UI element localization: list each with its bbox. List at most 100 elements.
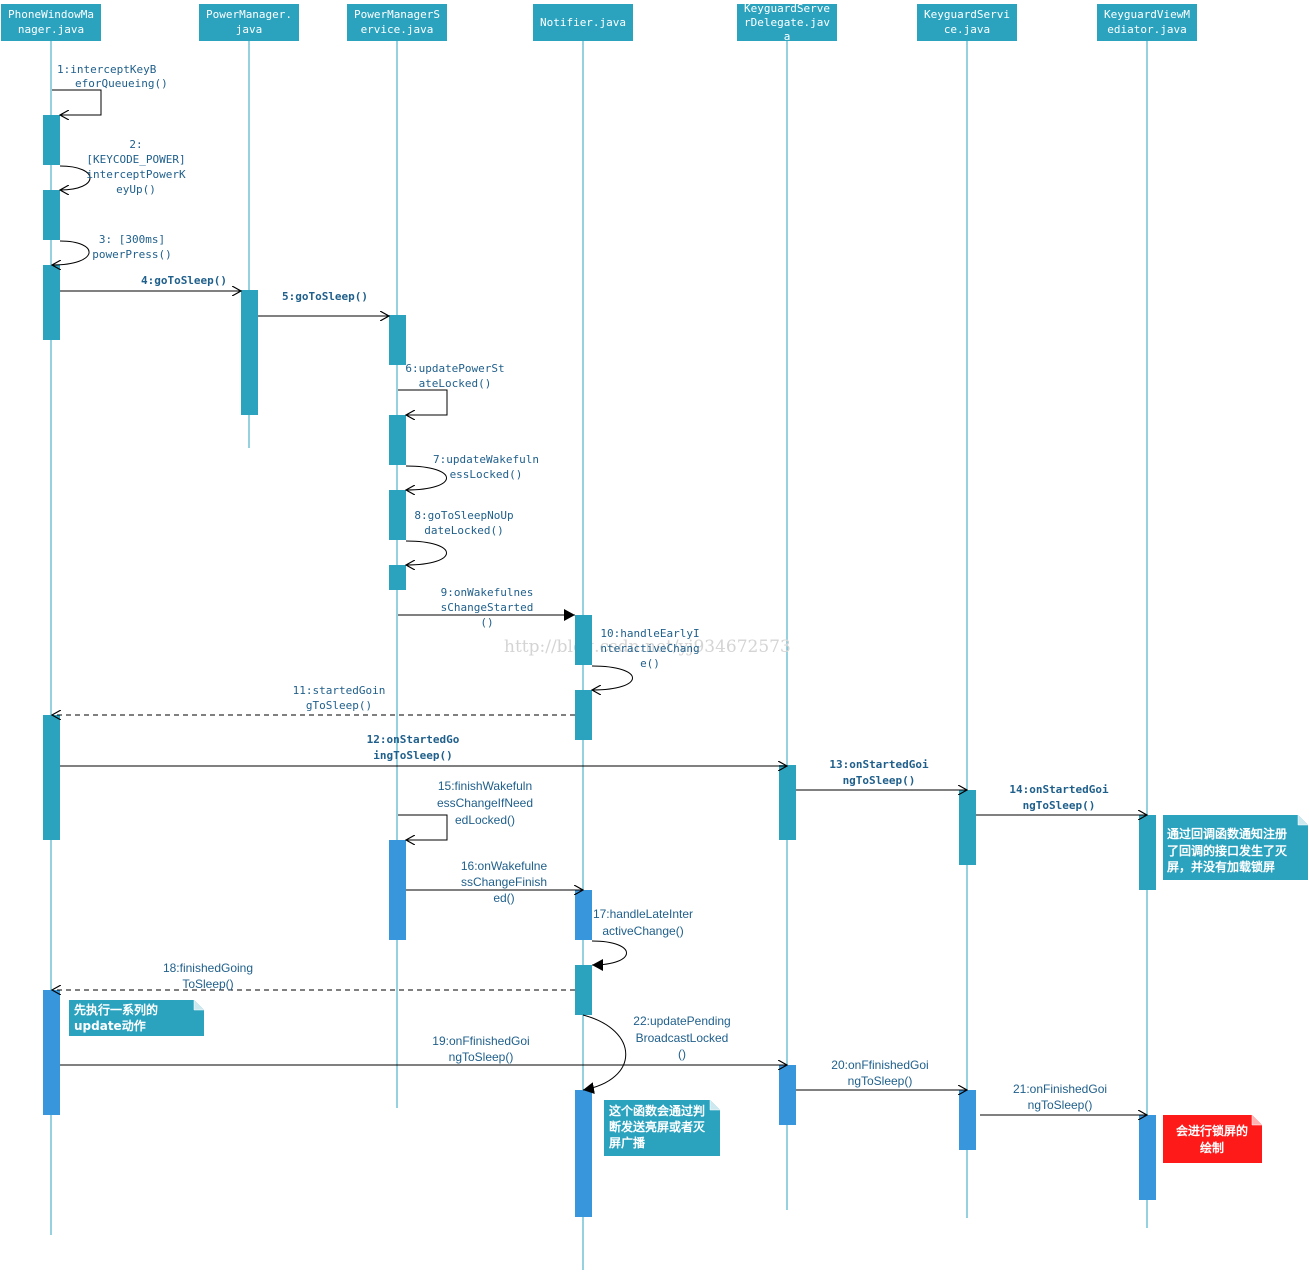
label-msg-9-line-1: 9:onWakefulnes bbox=[441, 586, 534, 599]
activation-pms-1 bbox=[389, 315, 406, 365]
header-ksd-line-2: rDelegate.jav bbox=[744, 16, 830, 29]
label-msg-20-line-1: 20:onFfinishedGoi bbox=[831, 1058, 928, 1072]
header-pms-line-1: PowerManagerS bbox=[354, 8, 440, 21]
label-msg-20-line-2: ngToSleep() bbox=[848, 1074, 913, 1088]
label-msg-10-line-2: nteractiveChang bbox=[600, 642, 699, 655]
note-kvm-line-1: 通过回调函数通知注册 bbox=[1167, 826, 1287, 841]
activation-ks-2 bbox=[959, 1090, 976, 1150]
header-kvm-line-1: KeyguardViewM bbox=[1104, 8, 1190, 21]
message-arrows bbox=[52, 89, 1147, 1115]
label-msg-6-line-1: 6:updatePowerSt bbox=[405, 362, 504, 375]
activation-notifier-3 bbox=[575, 890, 592, 940]
header-pms-line-2: ervice.java bbox=[361, 23, 434, 36]
header-pwm-line-1: PhoneWindowMa bbox=[8, 8, 94, 21]
arrow-msg-10 bbox=[592, 665, 633, 690]
label-msg-10-line-3: e() bbox=[640, 657, 660, 670]
label-msg-19-line-1: 19:onFfinishedGoi bbox=[432, 1034, 529, 1048]
label-msg-7-line-1: 7:updateWakefuln bbox=[433, 453, 539, 466]
activation-pwm-2 bbox=[43, 190, 60, 240]
label-msg-13-line-1: 13:onStartedGoi bbox=[829, 758, 929, 771]
header-ks-line-1: KeyguardServi bbox=[924, 8, 1010, 21]
lifeline-headers: PhoneWindowMa nager.java PowerManager. j… bbox=[1, 2, 1197, 43]
label-msg-18-line-1: 18:finishedGoing bbox=[163, 961, 253, 975]
activation-kvm-2 bbox=[1139, 1115, 1156, 1200]
label-msg-17-line-2: activeChange() bbox=[602, 924, 683, 938]
label-msg-9-line-3: () bbox=[480, 616, 493, 629]
note-notifier-line-3: 屏广播 bbox=[608, 1135, 646, 1150]
header-pm-line-2: java bbox=[236, 23, 263, 36]
header-pwm: PhoneWindowMa nager.java bbox=[1, 4, 101, 41]
notes: 通过回调函数通知注册 了回调的接口发生了灭 屏，并没有加载锁屏 先执行一系列的 … bbox=[69, 815, 1308, 1163]
arrow-msg-15 bbox=[398, 814, 448, 840]
note-kvm-line-2: 了回调的接口发生了灭 bbox=[1167, 843, 1288, 858]
activation-pm-1 bbox=[241, 290, 258, 415]
activation-pwm-1 bbox=[43, 115, 60, 165]
activation-ksd-1 bbox=[779, 765, 796, 840]
note-notifier-line-1: 这个函数会通过判 bbox=[609, 1103, 705, 1118]
header-ks: KeyguardServi ce.java bbox=[917, 4, 1017, 41]
activation-notifier-4 bbox=[575, 965, 592, 1015]
label-msg-15-line-1: 15:finishWakefuln bbox=[438, 779, 532, 793]
label-msg-2-line-2: [KEYCODE_POWER] bbox=[86, 153, 185, 166]
header-pms: PowerManagerS ervice.java bbox=[347, 4, 447, 41]
note-notifier-line-2: 断发送亮屏或者灭 bbox=[609, 1119, 706, 1134]
activation-pwm-5 bbox=[43, 990, 60, 1115]
label-msg-9-line-2: sChangeStarted bbox=[441, 601, 534, 614]
label-msg-14-line-2: ngToSleep() bbox=[1023, 799, 1096, 812]
label-msg-15-line-3: edLocked() bbox=[455, 813, 515, 827]
label-msg-3-line-1: 3: [300ms] bbox=[99, 233, 165, 246]
header-pm: PowerManager. java bbox=[199, 4, 299, 41]
label-msg-16-line-2: ssChangeFinish bbox=[461, 875, 547, 889]
activation-bars bbox=[43, 115, 1156, 1217]
label-msg-17-line-1: 17:handleLateInter bbox=[593, 907, 693, 921]
label-msg-5: 5:goToSleep() bbox=[282, 290, 368, 303]
activation-ks-1 bbox=[959, 790, 976, 865]
note-lock: 会进行锁屏的 绘制 bbox=[1163, 1115, 1262, 1163]
activation-pms-3 bbox=[389, 490, 406, 540]
note-pwm-line-1: 先执行一系列的 bbox=[74, 1002, 158, 1017]
label-msg-1-line-2: eforQueueing() bbox=[75, 77, 168, 90]
activation-ksd-2 bbox=[779, 1065, 796, 1125]
header-pm-line-1: PowerManager. bbox=[206, 8, 292, 21]
arrow-msg-1 bbox=[52, 89, 102, 115]
header-notifier: Notifier.java bbox=[533, 4, 633, 41]
header-ksd-line-3: a bbox=[784, 30, 791, 43]
activation-pwm-4 bbox=[43, 715, 60, 840]
header-ksd: KeyguardServe rDelegate.jav a bbox=[737, 2, 837, 43]
label-msg-21-line-1: 21:onFinishedGoi bbox=[1013, 1082, 1107, 1096]
label-msg-10-line-1: 10:handleEarlyI bbox=[600, 627, 699, 640]
activation-pms-2 bbox=[389, 415, 406, 465]
label-msg-2-line-3: interceptPowerK bbox=[86, 168, 186, 181]
label-msg-18-line-2: ToSleep() bbox=[182, 977, 233, 991]
label-msg-19-line-2: ngToSleep() bbox=[449, 1050, 514, 1064]
activation-pwm-3 bbox=[43, 265, 60, 340]
header-ksd-line-1: KeyguardServe bbox=[744, 2, 830, 15]
label-msg-12-line-2: ingToSleep() bbox=[373, 749, 452, 762]
arrow-msg-8 bbox=[406, 540, 447, 565]
label-msg-6-line-2: ateLocked() bbox=[419, 377, 492, 390]
label-msg-22-line-2: BroadcastLocked bbox=[636, 1031, 729, 1045]
label-msg-11-line-2: gToSleep() bbox=[306, 699, 372, 712]
note-lock-line-1: 会进行锁屏的 bbox=[1176, 1123, 1248, 1138]
label-msg-22-line-1: 22:updatePending bbox=[633, 1014, 730, 1028]
label-msg-16-line-3: ed() bbox=[493, 891, 514, 905]
label-msg-12-line-1: 12:onStartedGo bbox=[367, 733, 460, 746]
activation-kvm-1 bbox=[1139, 815, 1156, 890]
header-kvm-line-2: ediator.java bbox=[1107, 23, 1186, 36]
message-labels: 1:interceptKeyB eforQueueing() 2: [KEYCO… bbox=[57, 63, 1109, 1112]
arrow-msg-22 bbox=[582, 1014, 626, 1094]
label-msg-4: 4:goToSleep() bbox=[141, 274, 227, 287]
label-msg-16-line-1: 16:onWakefulne bbox=[461, 859, 548, 873]
label-msg-2-line-1: 2: bbox=[129, 138, 142, 151]
header-kvm: KeyguardViewM ediator.java bbox=[1097, 4, 1197, 41]
label-msg-7-line-2: essLocked() bbox=[450, 468, 523, 481]
arrow-msg-3 bbox=[52, 240, 90, 265]
arrow-msg-17 bbox=[591, 940, 627, 971]
label-msg-1-line-1: 1:interceptKeyB bbox=[57, 63, 157, 76]
activation-notifier-1 bbox=[575, 615, 592, 665]
note-kvm: 通过回调函数通知注册 了回调的接口发生了灭 屏，并没有加载锁屏 bbox=[1163, 815, 1308, 880]
label-msg-22-line-3: () bbox=[678, 1047, 686, 1061]
label-msg-13-line-2: ngToSleep() bbox=[843, 774, 916, 787]
note-kvm-line-3: 屏，并没有加载锁屏 bbox=[1166, 859, 1275, 874]
